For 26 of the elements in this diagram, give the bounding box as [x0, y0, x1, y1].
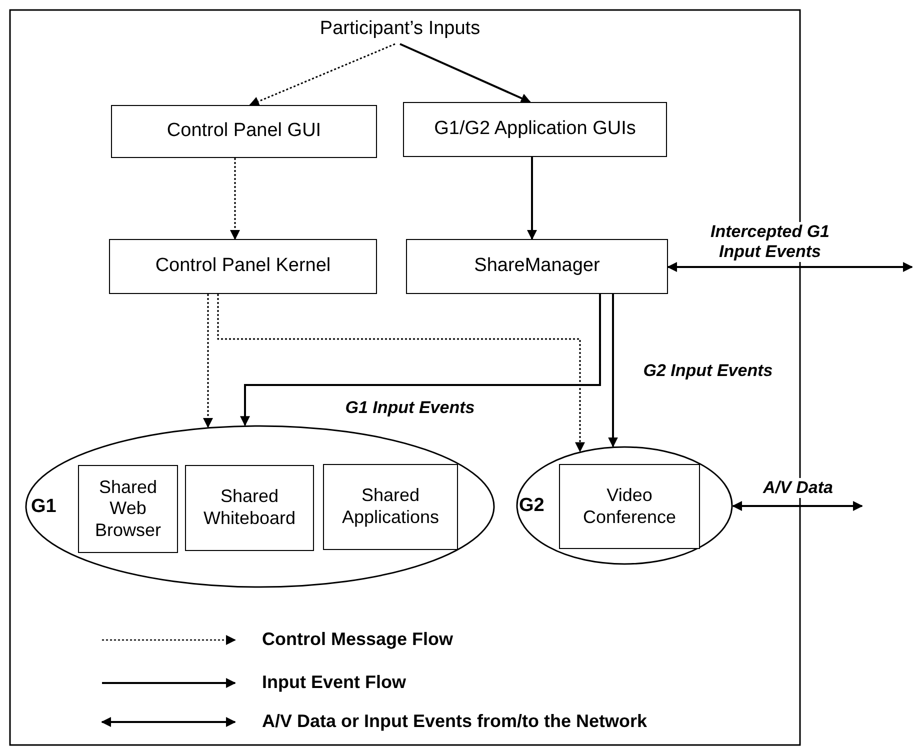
arrow: [667, 262, 913, 272]
arrow: [217, 294, 585, 452]
legend-text: A/V Data or Input Events from/to the Network: [262, 712, 648, 730]
input-label: Participant’s Inputs: [300, 14, 500, 44]
component-box: Shared Applications: [323, 464, 458, 550]
group-label: G2: [519, 496, 544, 514]
arrow: [249, 43, 396, 106]
arrow: [527, 157, 537, 240]
legend-text: Control Message Flow: [262, 630, 454, 648]
arrow: [240, 294, 601, 426]
component-box: Control Panel Kernel: [109, 239, 377, 294]
group-label: G1: [31, 496, 56, 516]
group-ellipse: [25, 425, 495, 588]
arrow: [400, 43, 531, 103]
legend-text: Input Event Flow: [262, 673, 406, 691]
arrow: [230, 158, 240, 240]
component-box: G1/G2 Application GUIs: [403, 102, 667, 157]
arrow: [608, 294, 618, 448]
arrow: [732, 501, 863, 511]
arrow: [203, 294, 213, 428]
group-ellipse: [516, 446, 733, 565]
component-box: Video Conference: [559, 464, 700, 549]
component-box: Control Panel GUI: [111, 105, 377, 158]
component-box: ShareManager: [406, 239, 668, 294]
component-box: Shared Whiteboard: [185, 465, 314, 551]
component-box: Shared Web Browser: [78, 465, 178, 553]
